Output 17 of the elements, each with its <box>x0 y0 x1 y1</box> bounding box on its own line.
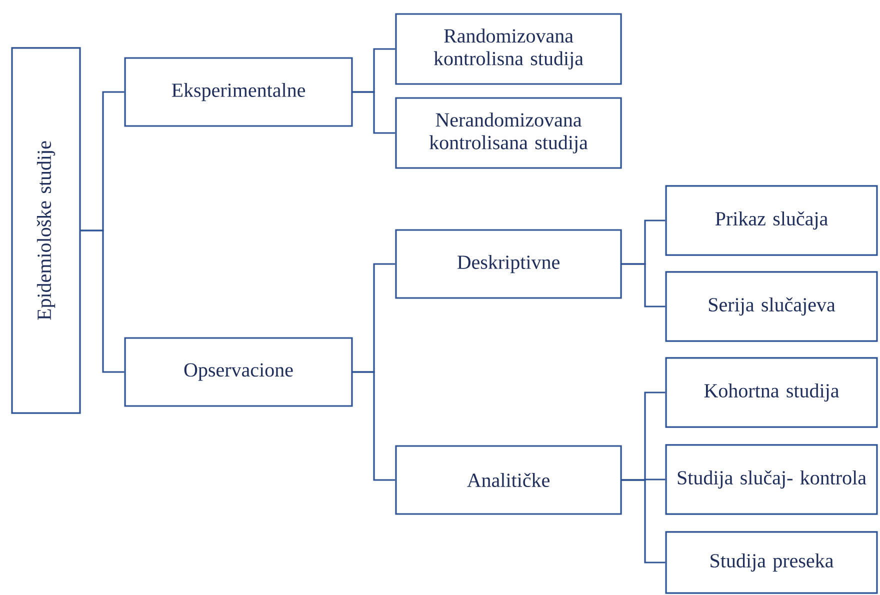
category-box: Nerandomizovana kontrolisana studija <box>395 97 622 169</box>
category-box: Prikaz slučaja <box>665 185 878 256</box>
category-box: Deskriptivne <box>395 229 622 299</box>
category-box: Kohortna studija <box>665 357 878 428</box>
category-box: Studija preseka <box>665 531 878 594</box>
connector <box>352 371 396 481</box>
category-box: Serija slučajeva <box>665 271 878 342</box>
category-box: Analitičke <box>395 445 622 515</box>
connector <box>621 263 666 308</box>
connector <box>80 230 124 373</box>
category-box: Epidemiološke studije <box>11 47 81 414</box>
category-box: Randomizovana kontrolisna studija <box>395 13 622 85</box>
category-box: Eksperimentalne <box>124 57 353 127</box>
category-box: Studija slučaj- kontrola <box>665 444 878 515</box>
category-box: Opservacione <box>124 337 353 407</box>
connector <box>621 479 666 564</box>
connector <box>352 91 396 134</box>
